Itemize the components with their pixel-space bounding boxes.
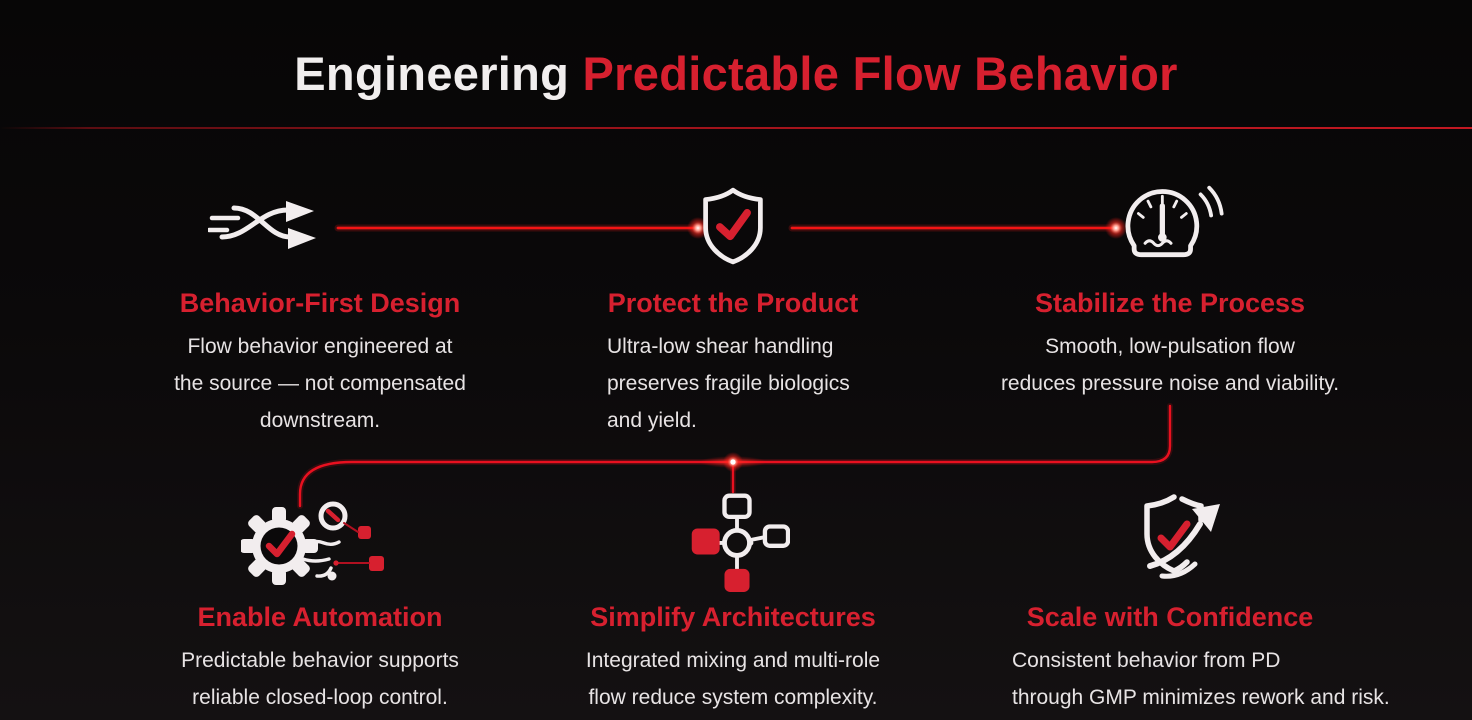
- card-body: Ultra-low shear handling preserves fragi…: [513, 328, 953, 439]
- title-highlight: Predictable Flow Behavior: [582, 47, 1178, 100]
- card-protect-the-product: Protect the Product Ultra-low shear hand…: [513, 176, 953, 439]
- card-body: Integrated mixing and multi-role flow re…: [513, 642, 953, 716]
- body-line: Integrated mixing and multi-role: [585, 649, 881, 672]
- card-title: Scale with Confidence: [1026, 602, 1314, 632]
- card-title: Behavior-First Design: [179, 288, 461, 318]
- shield-check-icon: [513, 176, 953, 276]
- card-scale-with-confidence: Scale with Confidence Consistent behavio…: [920, 490, 1420, 716]
- card-stabilize-the-process: Stabilize the Process Smooth, low-pulsat…: [950, 176, 1390, 402]
- body-line: flow reduce system complexity.: [588, 686, 878, 709]
- card-title: Enable Automation: [197, 602, 443, 632]
- body-line: Consistent behavior from PD: [1012, 649, 1281, 672]
- card-body: Smooth, low-pulsation flow reduces press…: [950, 328, 1390, 402]
- body-line: preserves fragile biologics: [607, 372, 850, 395]
- body-line: downstream.: [259, 409, 381, 432]
- body-line: reduces pressure noise and viability.: [1000, 372, 1340, 395]
- card-title: Stabilize the Process: [1034, 288, 1306, 318]
- card-body: Consistent behavior from PD through GMP …: [920, 642, 1420, 716]
- card-enable-automation: Enable Automation Predictable behavior s…: [100, 490, 540, 716]
- body-line: and yield.: [607, 409, 697, 432]
- body-line: Predictable behavior supports: [181, 649, 459, 672]
- page-title: Engineering Predictable Flow Behavior: [0, 46, 1472, 101]
- title-prefix: Engineering: [294, 47, 570, 100]
- title-divider-line: [0, 127, 1472, 129]
- card-title: Protect the Product: [607, 288, 859, 318]
- laser-flare-dot: [730, 459, 736, 465]
- gauge-icon: [950, 176, 1390, 276]
- card-simplify-architectures: Simplify Architectures Integrated mixing…: [513, 490, 953, 716]
- shield-growth-arrow-icon: [930, 490, 1430, 590]
- body-line: Ultra-low shear handling: [607, 335, 834, 358]
- network-nodes-icon: [517, 490, 957, 592]
- card-body: Flow behavior engineered at the source —…: [100, 328, 540, 439]
- gear-check-automation-icon: [96, 490, 536, 590]
- card-title: Simplify Architectures: [590, 602, 876, 632]
- body-line: Smooth, low-pulsation flow: [1045, 335, 1295, 358]
- flow-arrows-icon: [54, 176, 494, 276]
- body-line: through GMP minimizes rework and risk.: [1012, 686, 1390, 709]
- body-line: reliable closed-loop control.: [192, 686, 448, 709]
- body-line: the source — not compensated: [174, 372, 466, 395]
- card-behavior-first-design: Behavior-First Design Flow behavior engi…: [100, 176, 540, 439]
- card-body: Predictable behavior supports reliable c…: [100, 642, 540, 716]
- body-line: Flow behavior engineered at: [187, 335, 453, 358]
